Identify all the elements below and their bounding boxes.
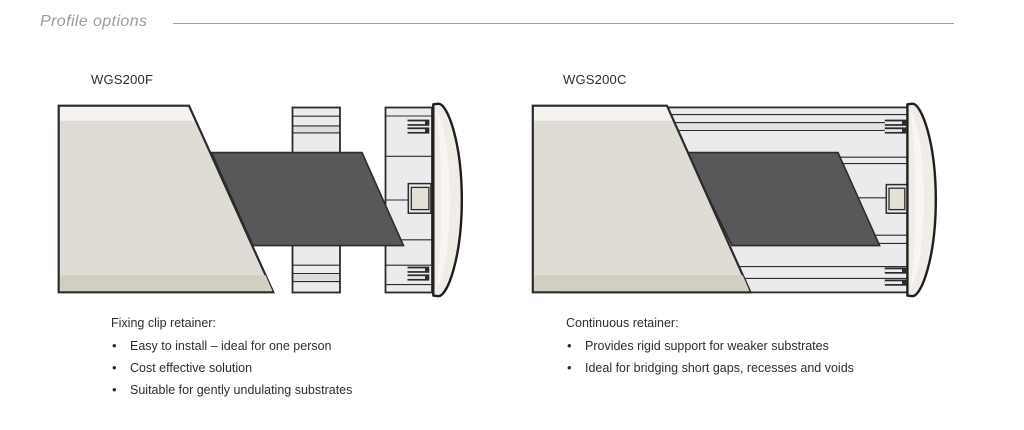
wgs200f-diagram bbox=[57, 102, 463, 298]
wgs200c-diagram bbox=[531, 102, 937, 298]
substrate-panel-part bbox=[57, 104, 276, 294]
end-cap-part bbox=[906, 102, 937, 298]
profile-code-wgs200f: WGS200F bbox=[91, 72, 154, 87]
locking-tab bbox=[407, 182, 432, 214]
feature-item: Provides rigid support for weaker substr… bbox=[566, 339, 986, 353]
page-title: Profile options bbox=[40, 13, 148, 30]
feature-item: Cost effective solution bbox=[111, 361, 531, 375]
wgs200c-description: Continuous retainer: Provides rigid supp… bbox=[566, 316, 986, 384]
feature-item: Easy to install – ideal for one person bbox=[111, 339, 531, 353]
feature-list: Provides rigid support for weaker substr… bbox=[566, 339, 986, 375]
retainer-type-heading: Continuous retainer: bbox=[566, 316, 679, 330]
end-cap-part bbox=[432, 102, 463, 298]
retainer-profile-part bbox=[384, 106, 433, 294]
header-rule bbox=[173, 23, 954, 24]
feature-item: Ideal for bridging short gaps, recesses … bbox=[566, 361, 986, 375]
feature-list: Easy to install – ideal for one person C… bbox=[111, 339, 531, 397]
locking-tab bbox=[885, 183, 909, 214]
wgs200f-description: Fixing clip retainer: Easy to install – … bbox=[111, 316, 531, 406]
clip-hooks bbox=[407, 119, 430, 281]
feature-item: Suitable for gently undulating substrate… bbox=[111, 383, 531, 397]
substrate-panel-part bbox=[531, 104, 753, 294]
clip-hooks bbox=[884, 119, 907, 286]
profile-code-wgs200c: WGS200C bbox=[563, 72, 627, 87]
retainer-type-heading: Fixing clip retainer: bbox=[111, 316, 216, 330]
